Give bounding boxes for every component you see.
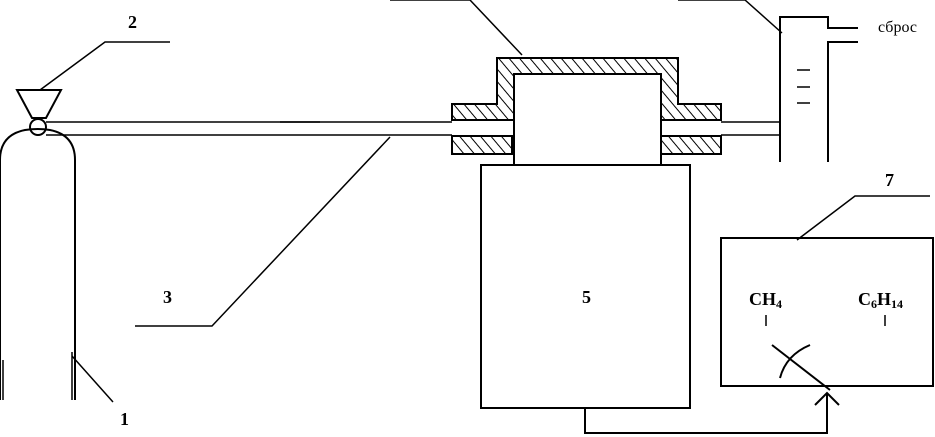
chamber-label: 5: [582, 287, 591, 307]
exhaust-vessel: [779, 16, 858, 162]
gas-cylinder: [0, 128, 76, 400]
leader-lines: [39, 0, 930, 403]
valve: [15, 89, 63, 136]
detector-label: 7: [885, 170, 894, 190]
gas-c6h14: C6H14: [858, 289, 903, 311]
chamber-housing: [451, 57, 780, 165]
label-3: 3: [163, 287, 172, 307]
detector-box: [720, 237, 934, 391]
label-1: 1: [120, 409, 129, 429]
signal-arrow: [814, 391, 840, 406]
gas-ch4: CH4: [749, 289, 782, 311]
label-2: 2: [128, 12, 137, 32]
gas-pipe: [46, 121, 452, 136]
exhaust-label: сброс: [878, 19, 917, 36]
signal-line: [584, 393, 828, 434]
